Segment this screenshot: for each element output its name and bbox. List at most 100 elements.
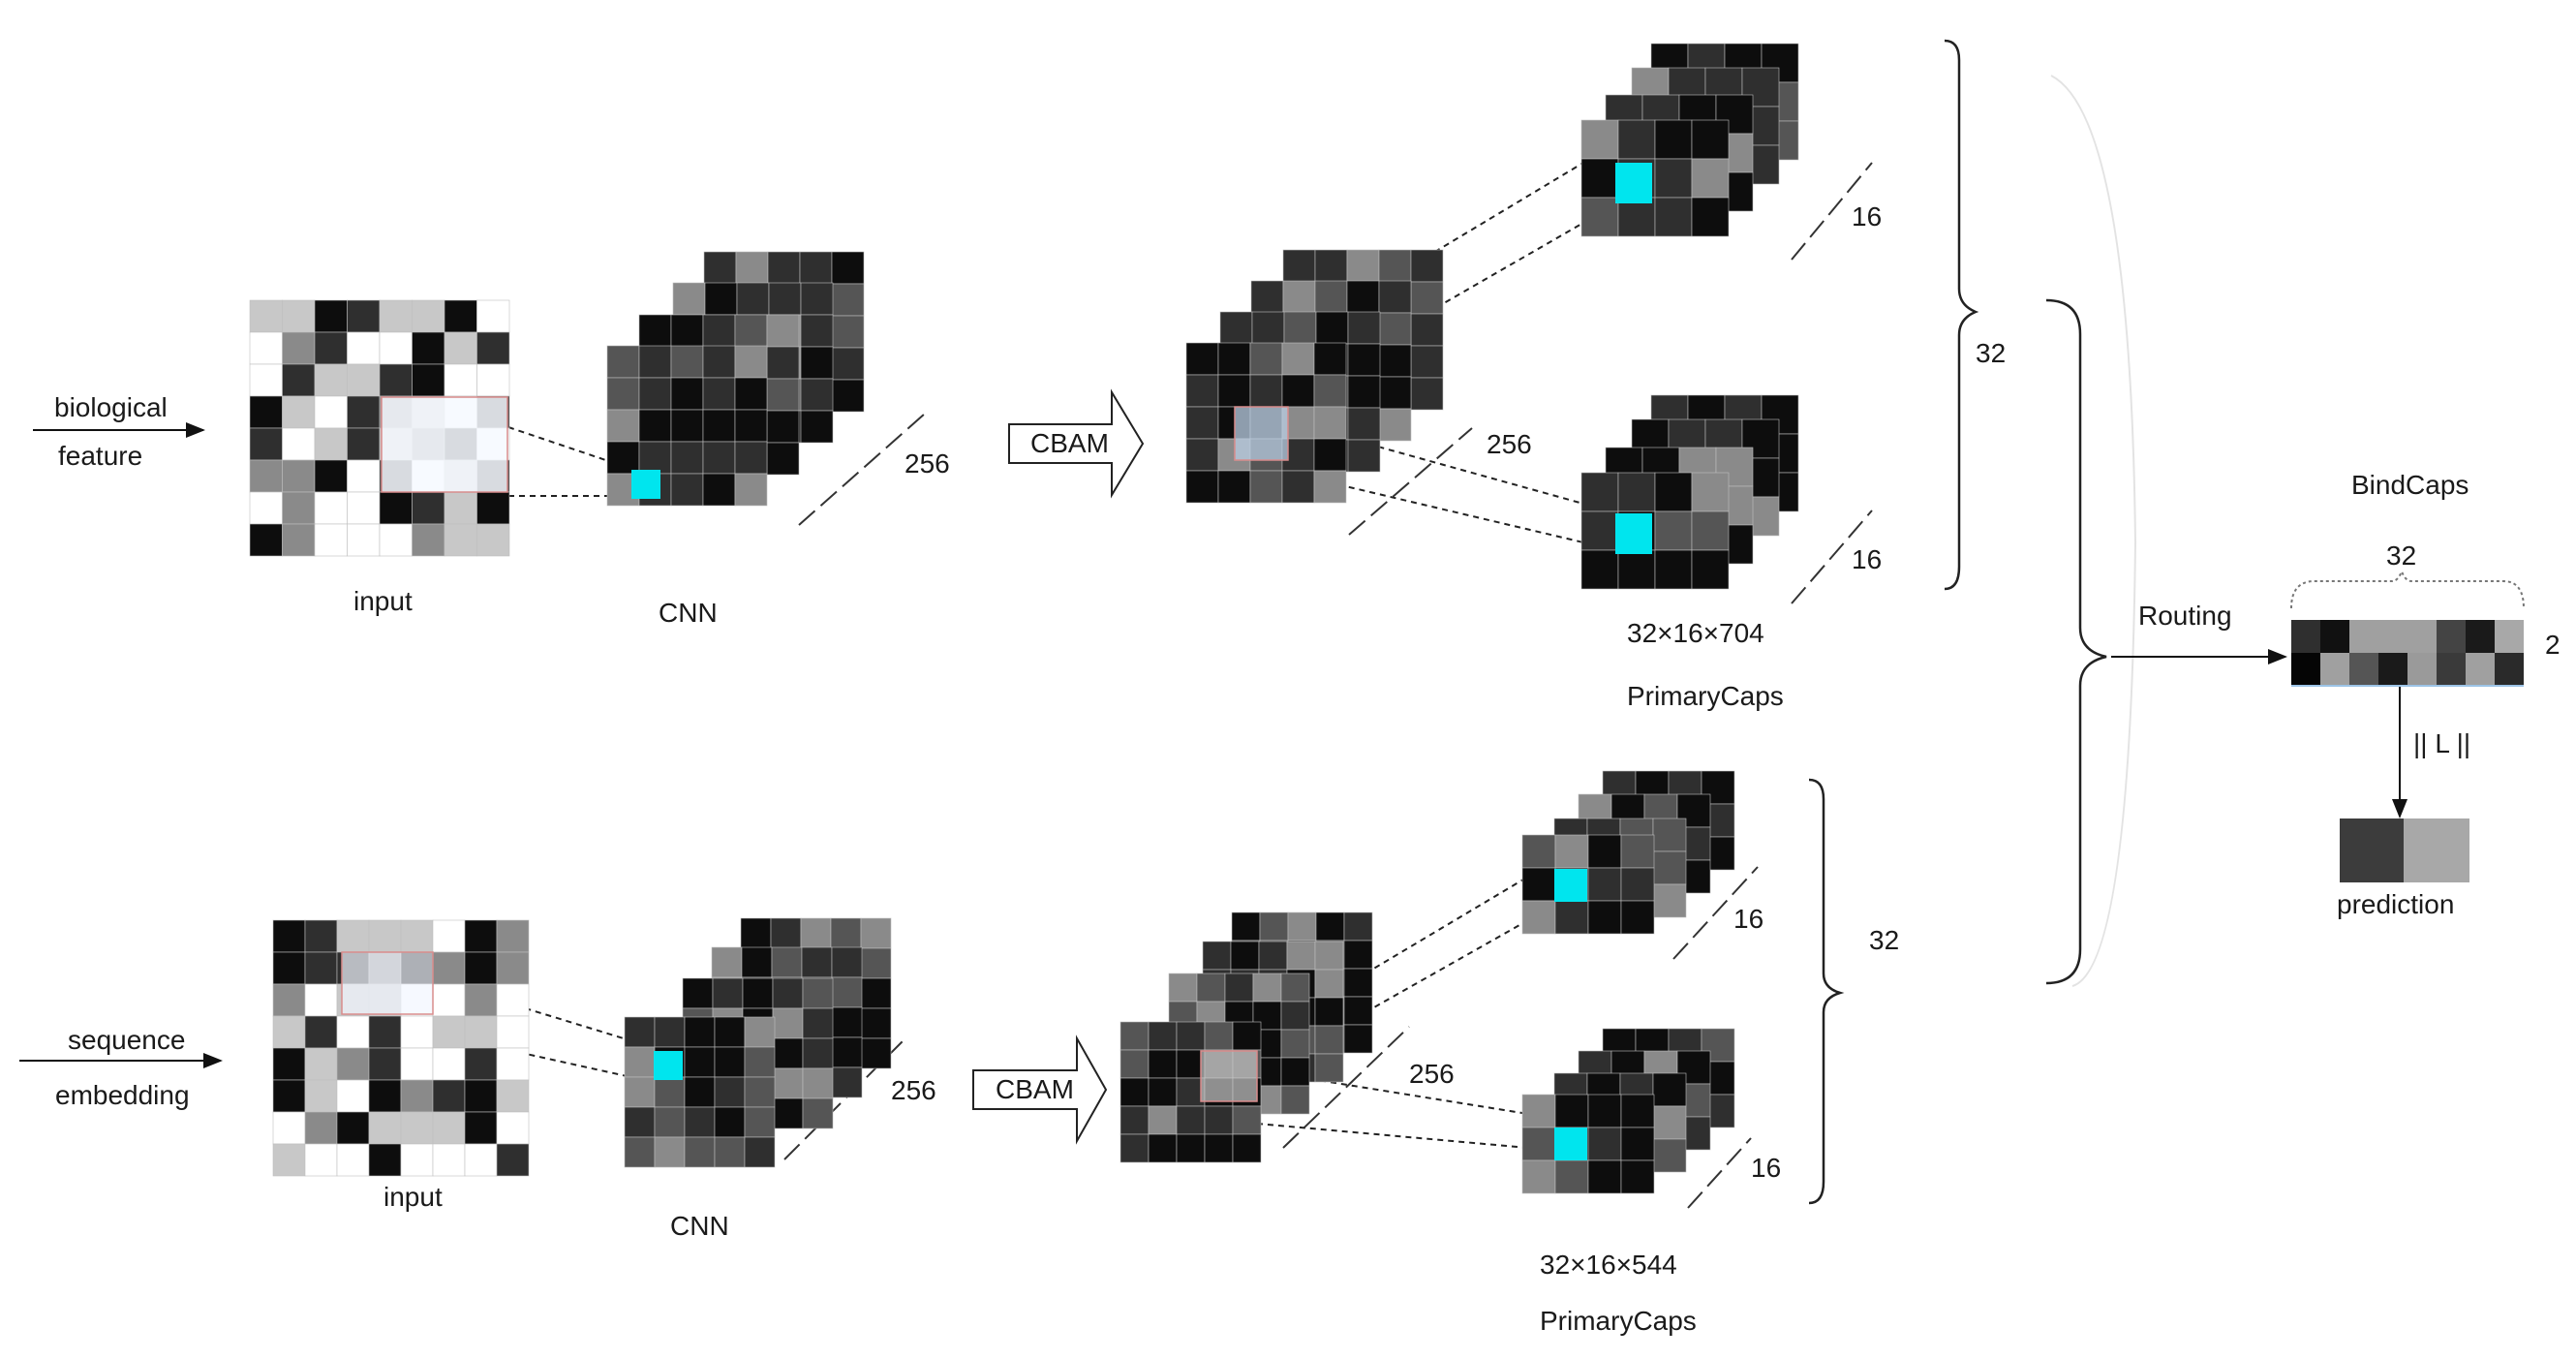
- grid-cell: [368, 1015, 402, 1049]
- grid-cell: [1346, 249, 1380, 283]
- grid-cell: [1654, 119, 1693, 160]
- grid-cell: [734, 473, 768, 507]
- grid-cell: [1119, 1077, 1150, 1107]
- highlight-cell-caps-top-2[interactable]: [1615, 513, 1652, 554]
- grid-cell: [496, 983, 530, 1017]
- grid-cell: [496, 1047, 530, 1081]
- grid-cell: [1230, 941, 1260, 971]
- grid-cell: [249, 459, 283, 493]
- bindcaps-cell: [2378, 653, 2407, 686]
- grid-cell: [1313, 374, 1347, 408]
- grid-cell: [1580, 549, 1619, 590]
- brace-bottom-caps: [1808, 778, 1845, 1205]
- grid-cell: [1587, 1127, 1622, 1161]
- grid-cell: [249, 523, 283, 557]
- grid-cell: [368, 1047, 402, 1081]
- grid-cell: [432, 1079, 466, 1113]
- grid-cell: [496, 919, 530, 953]
- caps-stack-top-2-layer-4: [1580, 472, 1730, 590]
- grid-cell: [1410, 281, 1444, 315]
- highlight-cell-caps-top-1[interactable]: [1615, 163, 1652, 203]
- grid-cell: [464, 951, 498, 985]
- bindcaps-cell: [2407, 653, 2437, 686]
- grid-cell: [432, 1111, 466, 1145]
- grid-cell: [800, 917, 832, 949]
- grid-cell: [347, 459, 381, 493]
- grid-cell: [347, 395, 381, 429]
- highlight-cell-cnn-top[interactable]: [631, 470, 660, 499]
- grid-cell: [1378, 408, 1412, 442]
- grid-cell: [496, 951, 530, 985]
- grid-cell: [432, 951, 466, 985]
- grid-cell: [670, 377, 704, 411]
- grid-cell: [1286, 941, 1316, 971]
- grid-cell: [1249, 374, 1283, 408]
- grid-cell: [1232, 1021, 1262, 1051]
- grid-cell: [1346, 280, 1380, 314]
- grid-cell: [1554, 1159, 1589, 1194]
- grid-cell: [1280, 1085, 1310, 1115]
- grid-cell: [304, 1111, 338, 1145]
- highlight-cell-caps-bottom-2[interactable]: [1554, 1127, 1587, 1160]
- brace-merge: [2045, 298, 2107, 985]
- grid-cell: [444, 299, 477, 333]
- grid-cell: [734, 409, 768, 443]
- grid-cell: [1617, 549, 1656, 590]
- grid-cell: [860, 1007, 892, 1039]
- grid-cell: [702, 409, 736, 443]
- grid-cell: [1587, 1094, 1622, 1128]
- grid-cell: [684, 1016, 716, 1048]
- grid-cell: [802, 1037, 834, 1069]
- grid-cell: [606, 377, 640, 411]
- grid-cell: [702, 314, 736, 348]
- grid-cell: [1587, 1159, 1622, 1194]
- grid-cell: [304, 983, 338, 1017]
- grid-cell: [1176, 1105, 1206, 1135]
- grid-cell: [1119, 1105, 1150, 1135]
- grid-cell: [249, 299, 283, 333]
- cbam-label-top: CBAM: [1030, 428, 1109, 458]
- grid-cell: [1185, 374, 1219, 408]
- grid-cell: [282, 523, 316, 557]
- grid-cell: [1314, 941, 1344, 971]
- caps-depth-bottom-b: 16: [1751, 1153, 1781, 1183]
- cbam-arrow-bottom[interactable]: CBAM: [972, 1035, 1108, 1145]
- grid-cell: [1251, 311, 1285, 345]
- grid-cell: [1282, 249, 1316, 283]
- grid-cell: [314, 459, 348, 493]
- highlight-cell-caps-bottom-1[interactable]: [1554, 869, 1587, 902]
- grid-cell: [412, 299, 445, 333]
- grid-cell: [336, 1079, 370, 1113]
- grid-cell: [711, 946, 743, 978]
- cbam-arrow-top[interactable]: CBAM: [1008, 388, 1145, 499]
- grid-cell: [734, 377, 768, 411]
- merge-connectors: [1808, 39, 2525, 1205]
- grid-cell: [1313, 406, 1347, 440]
- grid-cell: [1185, 342, 1219, 376]
- grid-cell: [684, 1106, 716, 1138]
- bindcaps-cell: [2291, 620, 2320, 653]
- grid-cell: [744, 1136, 776, 1168]
- grid-cell: [347, 363, 381, 397]
- grid-cell: [432, 919, 466, 953]
- grid-cell: [1652, 1072, 1687, 1107]
- grid-cell: [412, 331, 445, 365]
- caps-depth-top-a: 16: [1852, 201, 1882, 232]
- caps-depth-bottom-a: 16: [1733, 904, 1763, 934]
- bindcaps-block: [2291, 620, 2524, 687]
- grid-cell: [672, 282, 706, 316]
- grid-cell: [714, 1136, 746, 1168]
- grid-cell: [432, 1143, 466, 1177]
- grid-cell: [1231, 911, 1261, 942]
- grid-cell: [282, 395, 316, 429]
- grid-cell: [304, 951, 338, 985]
- highlight-cell-cnn-bottom[interactable]: [654, 1051, 683, 1080]
- grid-cell: [1378, 376, 1412, 410]
- input-label-bottom-line2: embedding: [55, 1080, 190, 1110]
- grid-cell: [654, 1106, 686, 1138]
- grid-cell: [800, 410, 834, 444]
- grid-cell: [249, 395, 283, 429]
- grid-cell: [1587, 834, 1622, 869]
- input-label-top-line2: feature: [58, 441, 142, 471]
- grid-cell: [772, 1097, 804, 1129]
